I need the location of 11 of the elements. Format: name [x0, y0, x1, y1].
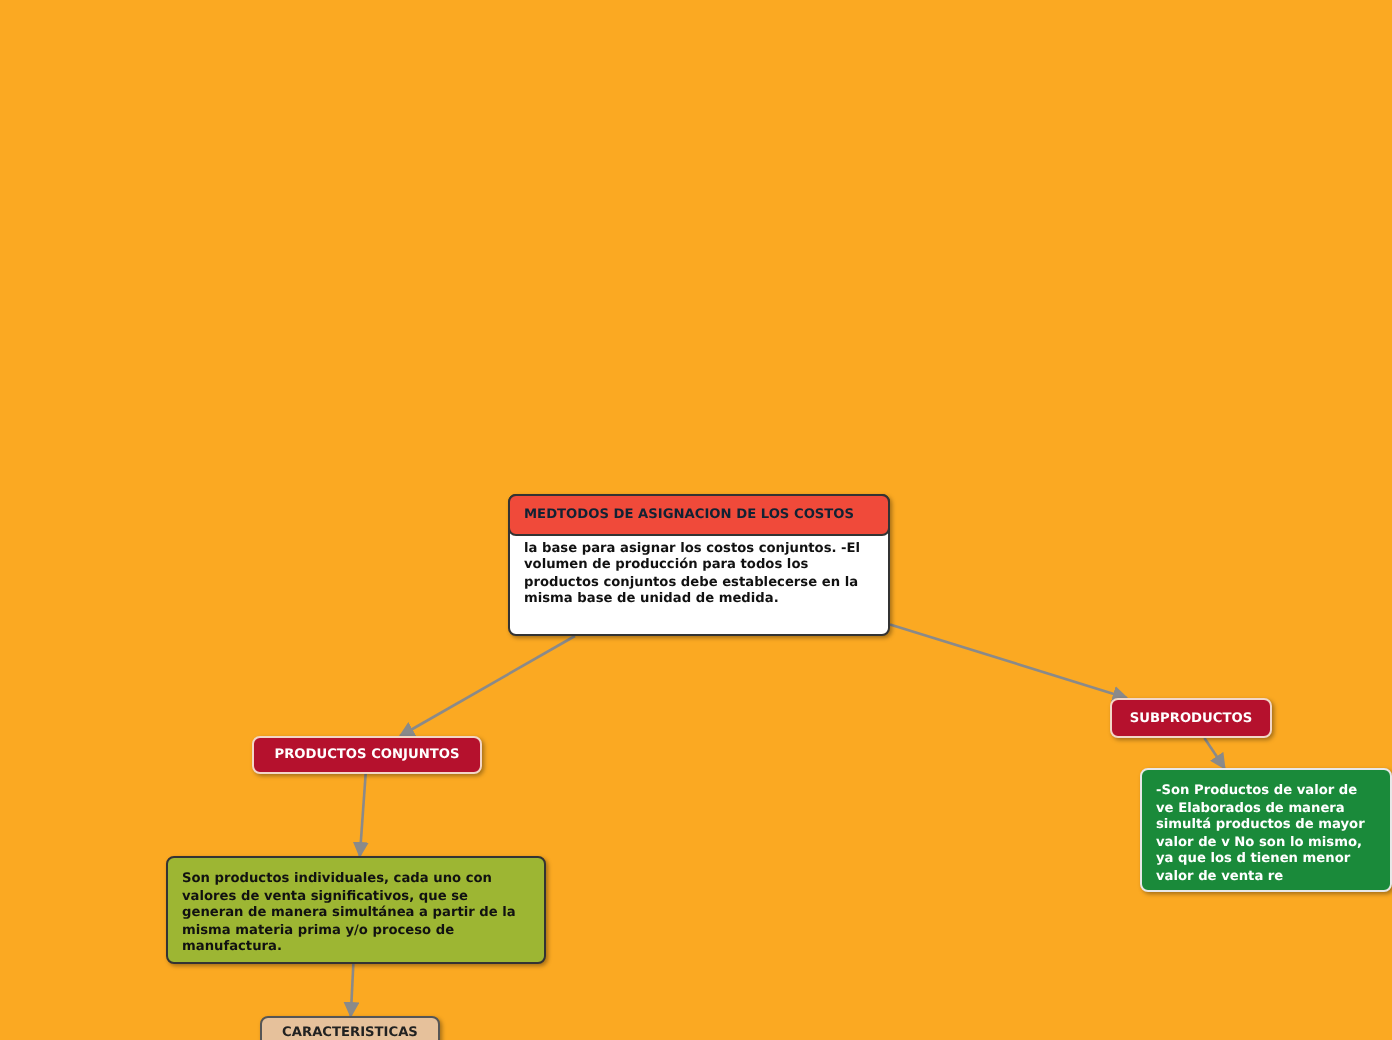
note-card — [1140, 768, 1392, 892]
arrow — [889, 623, 1129, 702]
topic-box — [1110, 698, 1272, 738]
arrow — [398, 634, 576, 738]
note-card — [166, 856, 546, 964]
arrow — [343, 963, 360, 1018]
topic-box — [252, 736, 482, 774]
arrow — [1203, 737, 1226, 770]
topic-box — [260, 1016, 440, 1040]
topic-card — [508, 494, 890, 636]
arrow — [352, 773, 369, 858]
